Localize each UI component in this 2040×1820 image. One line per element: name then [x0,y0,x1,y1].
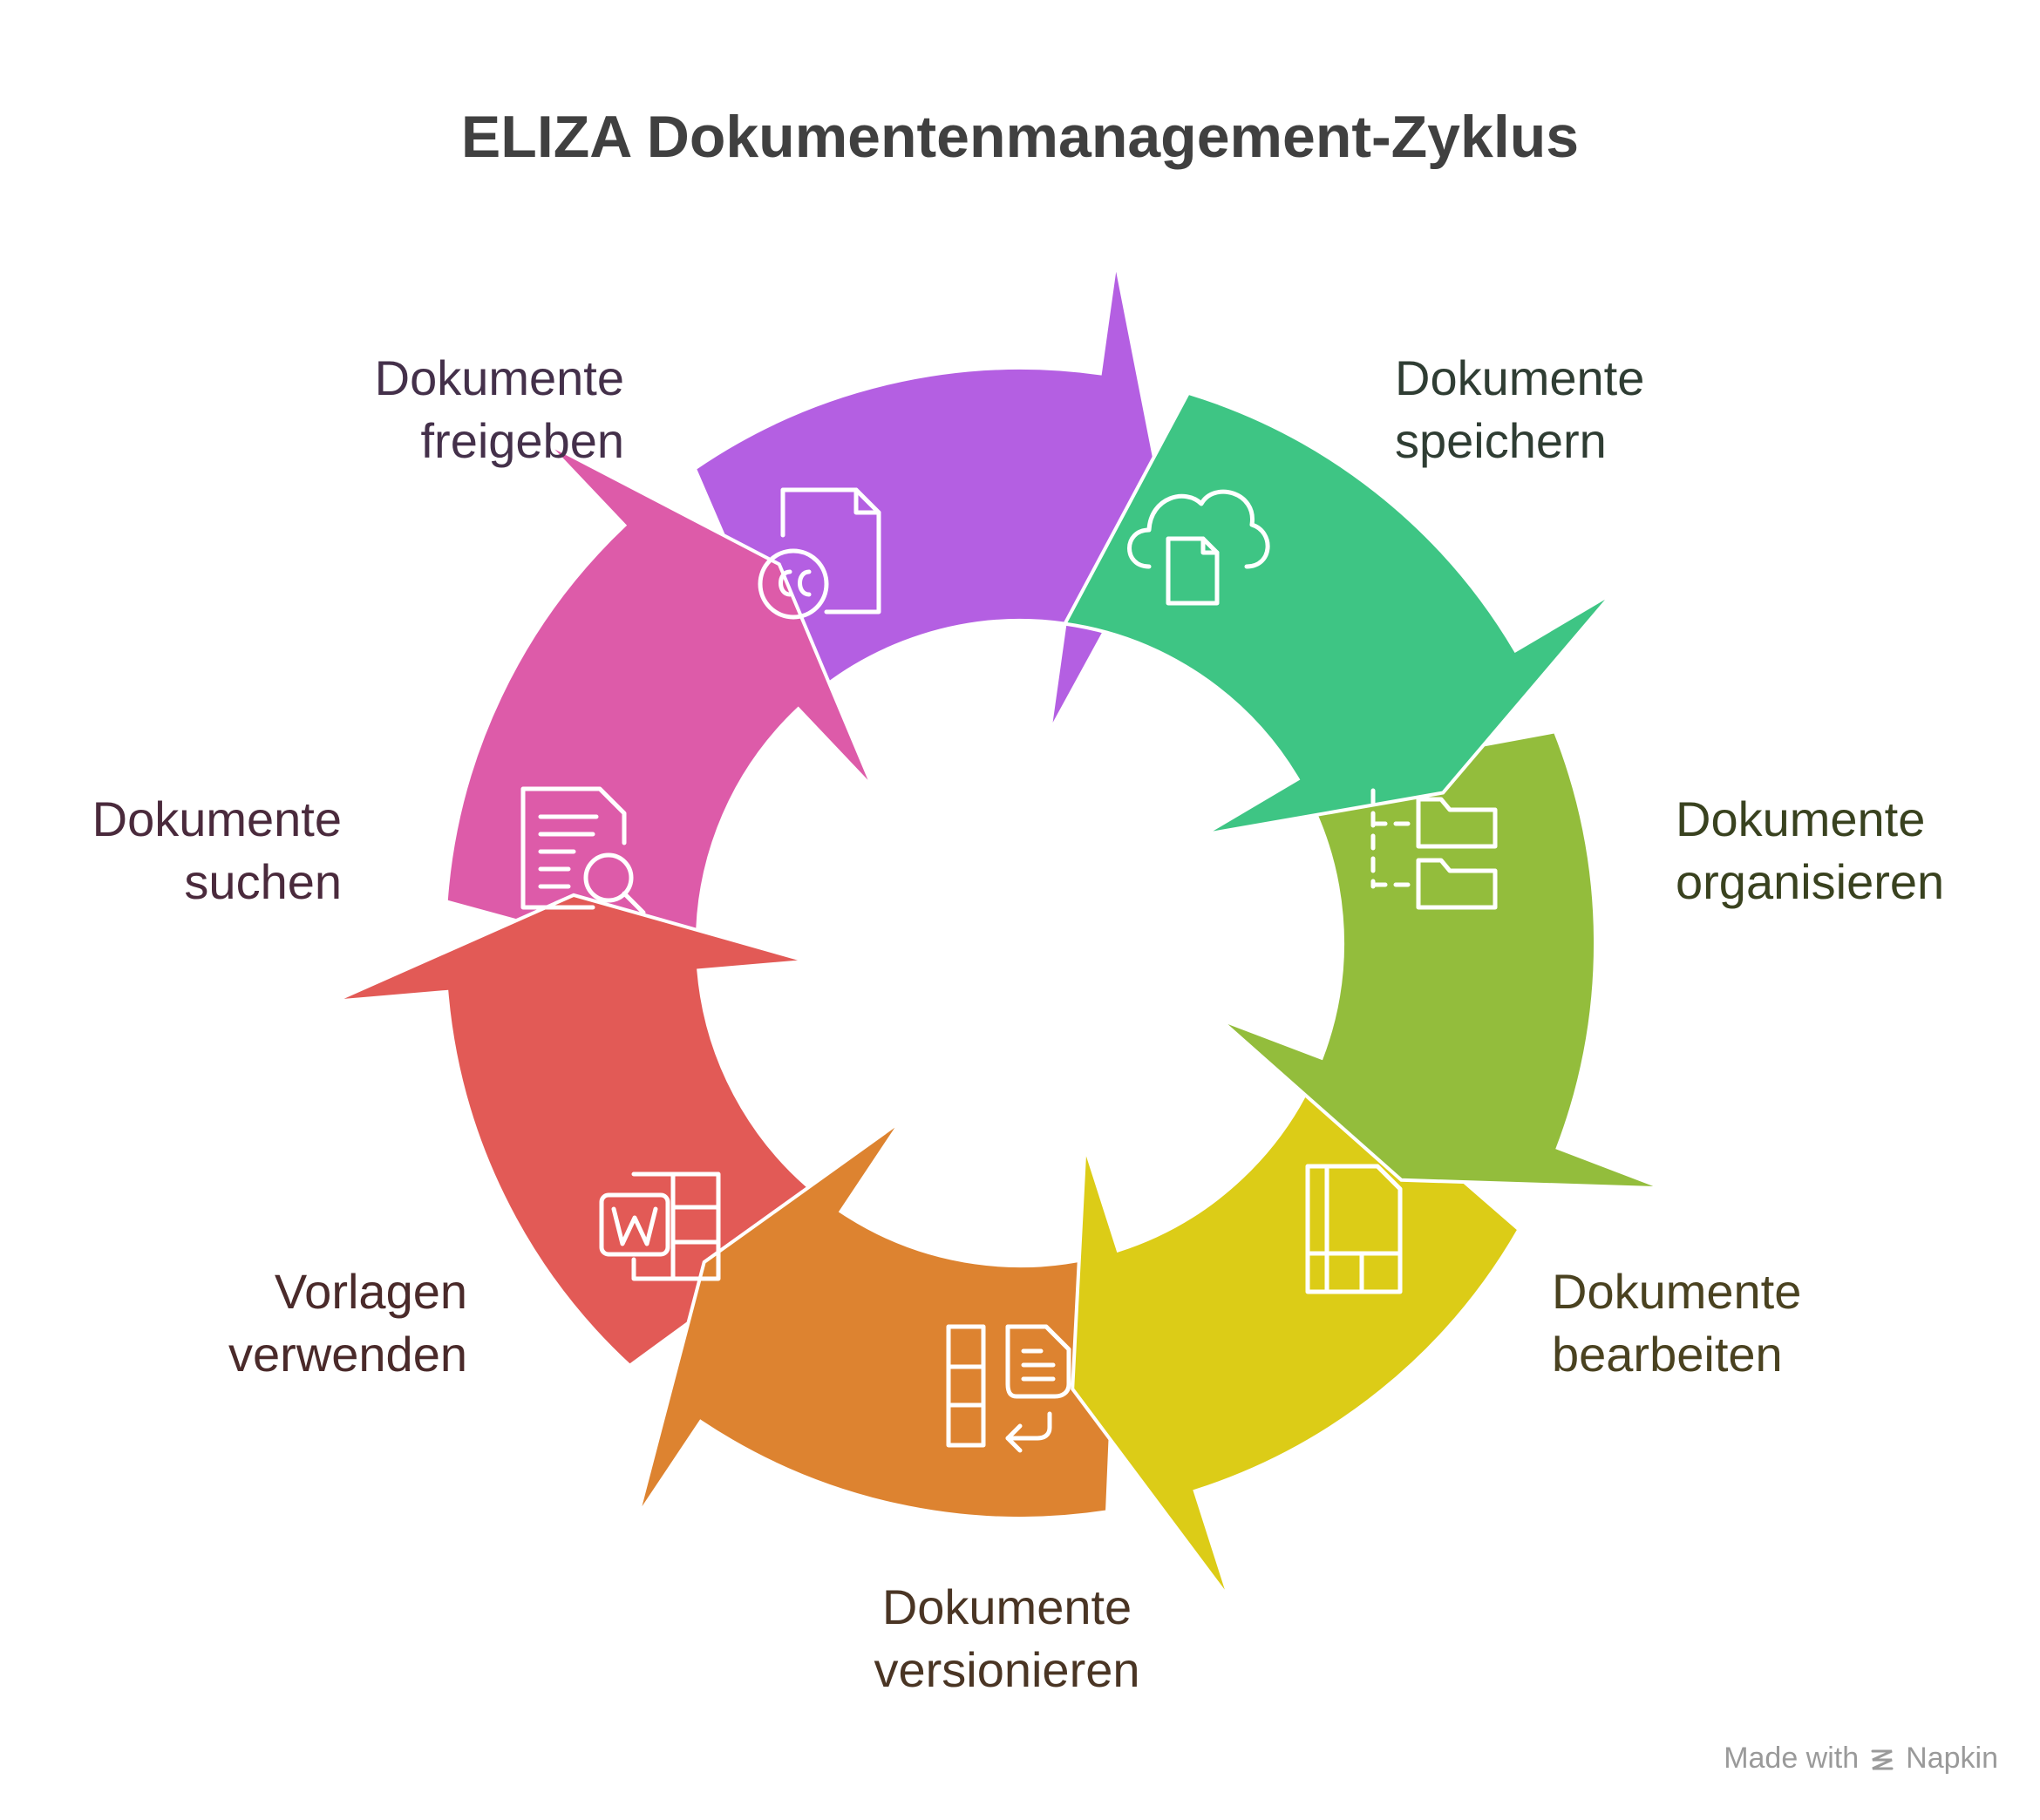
cycle-arrow-bearbeiten [1071,1055,1521,1600]
step-label-line1: Dokumente [374,350,624,405]
cloud-document-icon [1127,489,1270,606]
folder-tree-icon [1370,788,1498,910]
step-label-line2: speichern [1395,413,1607,468]
step-label-line1: Dokumente [881,1579,1132,1634]
step-label-suchen: Dokumente suchen [35,788,342,913]
step-label-speichern: Dokumente speichern [1395,347,1644,472]
step-label-vorlagen: Vorlagen verwenden [157,1260,467,1386]
step-label-organisieren: Dokumente organisieren [1676,788,1944,913]
napkin-footer: Made with Napkin [1724,1742,1998,1776]
cycle-arrow-vorlagen [332,893,845,1368]
footer-made-with: Made with [1724,1742,1860,1775]
step-label-line2: suchen [184,854,342,909]
step-label-line2: freigeben [420,413,624,468]
document-share-icon [758,487,881,620]
step-label-line2: versionieren [874,1642,1140,1697]
step-label-line2: bearbeiten [1552,1327,1783,1382]
document-search-icon [520,786,646,915]
word-template-icon [599,1171,721,1281]
step-label-line2: organisieren [1676,854,1945,909]
footer-brand: Napkin [1906,1742,1998,1775]
step-label-line1: Dokumente [1552,1264,1802,1319]
step-label-line2: verwenden [228,1327,467,1382]
diagram-title: ELIZA Dokumentenmanagement-Zyklus [460,104,1580,170]
step-label-line1: Vorlagen [274,1264,467,1319]
document-edit-icon [1305,1164,1403,1294]
step-label-versionieren: Dokumente versionieren [802,1576,1212,1701]
cycle-arrow-versionieren [636,1119,1120,1520]
cycle-arrow-suchen [444,441,875,973]
step-label-line1: Dokumente [1676,791,1926,846]
napkin-logo-icon [1871,1749,1894,1769]
step-label-line1: Dokumente [1395,350,1645,405]
cycle-icons [520,487,1498,1453]
step-label-line1: Dokumente [92,791,342,846]
version-history-icon [946,1324,1071,1453]
step-label-freigeben: Dokumente freigeben [262,347,624,472]
step-label-bearbeiten: Dokumente bearbeiten [1552,1260,1801,1386]
cycle-arrow-freigeben [692,261,1168,733]
cycle-arrow-organisieren [1218,730,1664,1191]
